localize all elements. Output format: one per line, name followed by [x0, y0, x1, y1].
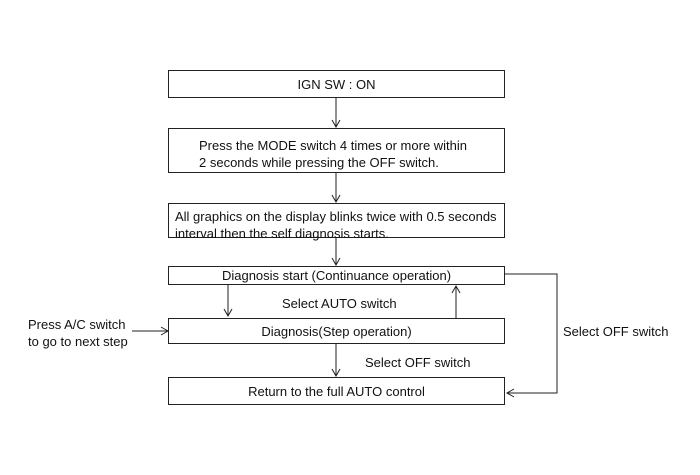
- box-ign-sw-on-text: IGN SW : ON: [297, 76, 376, 92]
- label-select-off-bottom: Select OFF switch: [365, 355, 471, 370]
- box-graphics-blink: All graphics on the display blinks twice…: [168, 203, 505, 241]
- box-ign-sw-on: IGN SW : ON: [168, 70, 505, 98]
- box-diagnosis-start: Diagnosis start (Continuance operation): [168, 266, 505, 285]
- box-diagnosis-step: Diagnosis(Step operation): [168, 318, 505, 344]
- box-graphics-line1: All graphics on the display blinks twice…: [175, 209, 497, 224]
- label-press-ac-line1: Press A/C switch: [28, 317, 126, 332]
- box-return-auto-text: Return to the full AUTO control: [248, 383, 425, 399]
- box-press-mode-line2: 2 seconds while pressing the OFF switch.: [199, 155, 439, 170]
- label-select-auto: Select AUTO switch: [282, 296, 397, 311]
- box-diagnosis-step-text: Diagnosis(Step operation): [261, 323, 412, 339]
- label-press-ac: Press A/C switch to go to next step: [28, 316, 128, 350]
- arrow-start-to-return: [505, 273, 558, 398]
- label-press-ac-line2: to go to next step: [28, 334, 128, 349]
- box-press-mode-switch: Press the MODE switch 4 times or more wi…: [168, 128, 505, 173]
- box-press-mode-line1: Press the MODE switch 4 times or more wi…: [199, 138, 468, 153]
- box-return-auto: Return to the full AUTO control: [168, 377, 505, 405]
- label-select-off-right: Select OFF switch: [563, 324, 669, 339]
- box-graphics-line2: interval then the self diagnosis starts.: [175, 226, 389, 241]
- box-diagnosis-start-text: Diagnosis start (Continuance operation): [221, 268, 452, 283]
